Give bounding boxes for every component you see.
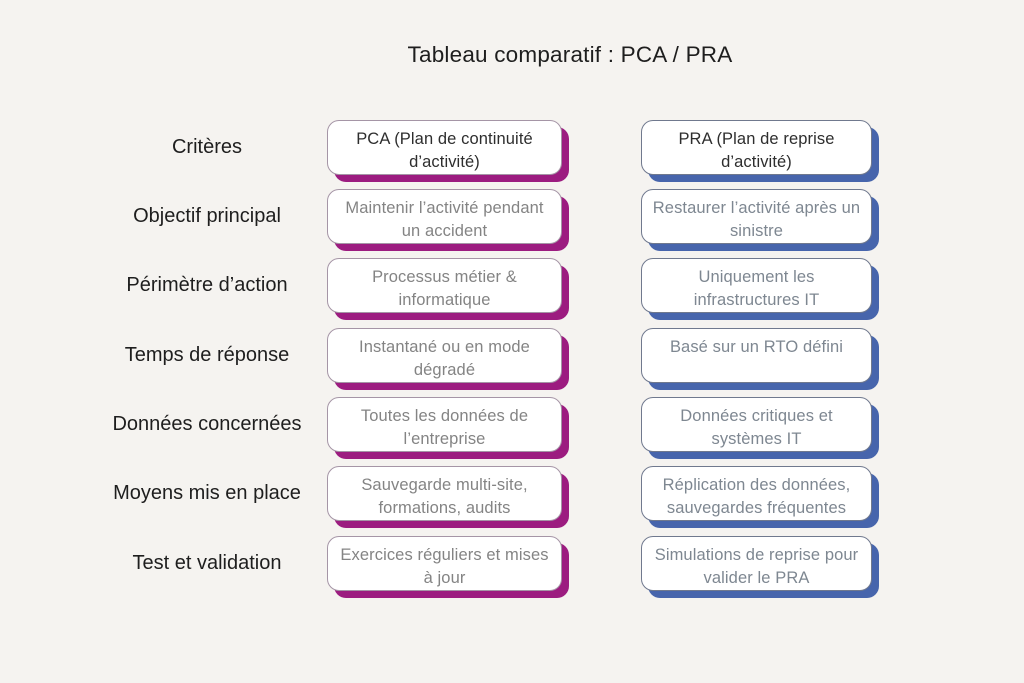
row-label-criteres: Critères: [171, 136, 242, 158]
table-row: Objectif principal Maintenir l’activité …: [0, 189, 1024, 244]
pca-header-cell: PCA (Plan de continuité d’activité): [327, 120, 562, 175]
table-row-header: Critères PCA (Plan de continuité d’activ…: [0, 120, 1024, 175]
pca-cell: Sauvegarde multi-site, formations, audit…: [327, 466, 562, 521]
page-title: Tableau comparatif : PCA / PRA: [407, 42, 733, 67]
pra-cell: Basé sur un RTO défini: [641, 328, 872, 383]
pra-cell: Réplication des données, sauvegardes fré…: [641, 466, 872, 521]
table-row: Moyens mis en place Sauvegarde multi-sit…: [0, 466, 1024, 521]
pra-cell: Simulations de reprise pour valider le P…: [641, 536, 872, 591]
row-label-test: Test et validation: [132, 552, 282, 574]
pca-cell: Toutes les données de l’entreprise: [327, 397, 562, 452]
table-row: Temps de réponse Instantané ou en mode d…: [0, 328, 1024, 383]
pca-cell: Maintenir l’activité pendant un accident: [327, 189, 562, 244]
row-label-donnees: Données concernées: [112, 413, 302, 435]
pca-cell: Exercices réguliers et mises à jour: [327, 536, 562, 591]
pra-cell: Données critiques et systèmes IT: [641, 397, 872, 452]
pca-cell: Processus métier & informatique: [327, 258, 562, 313]
row-label-perimetre: Périmètre d’action: [126, 274, 288, 296]
row-label-temps: Temps de réponse: [124, 344, 290, 366]
pra-cell: Uniquement les infrastructures IT: [641, 258, 872, 313]
table-row: Données concernées Toutes les données de…: [0, 397, 1024, 452]
pca-cell: Instantané ou en mode dégradé: [327, 328, 562, 383]
pra-header-cell: PRA (Plan de reprise d’activité): [641, 120, 872, 175]
row-label-objectif: Objectif principal: [133, 205, 281, 227]
table-row: Périmètre d’action Processus métier & in…: [0, 258, 1024, 313]
table-row: Test et validation Exercices réguliers e…: [0, 536, 1024, 591]
row-label-moyens: Moyens mis en place: [113, 482, 301, 504]
pra-cell: Restaurer l’activité après un sinistre: [641, 189, 872, 244]
